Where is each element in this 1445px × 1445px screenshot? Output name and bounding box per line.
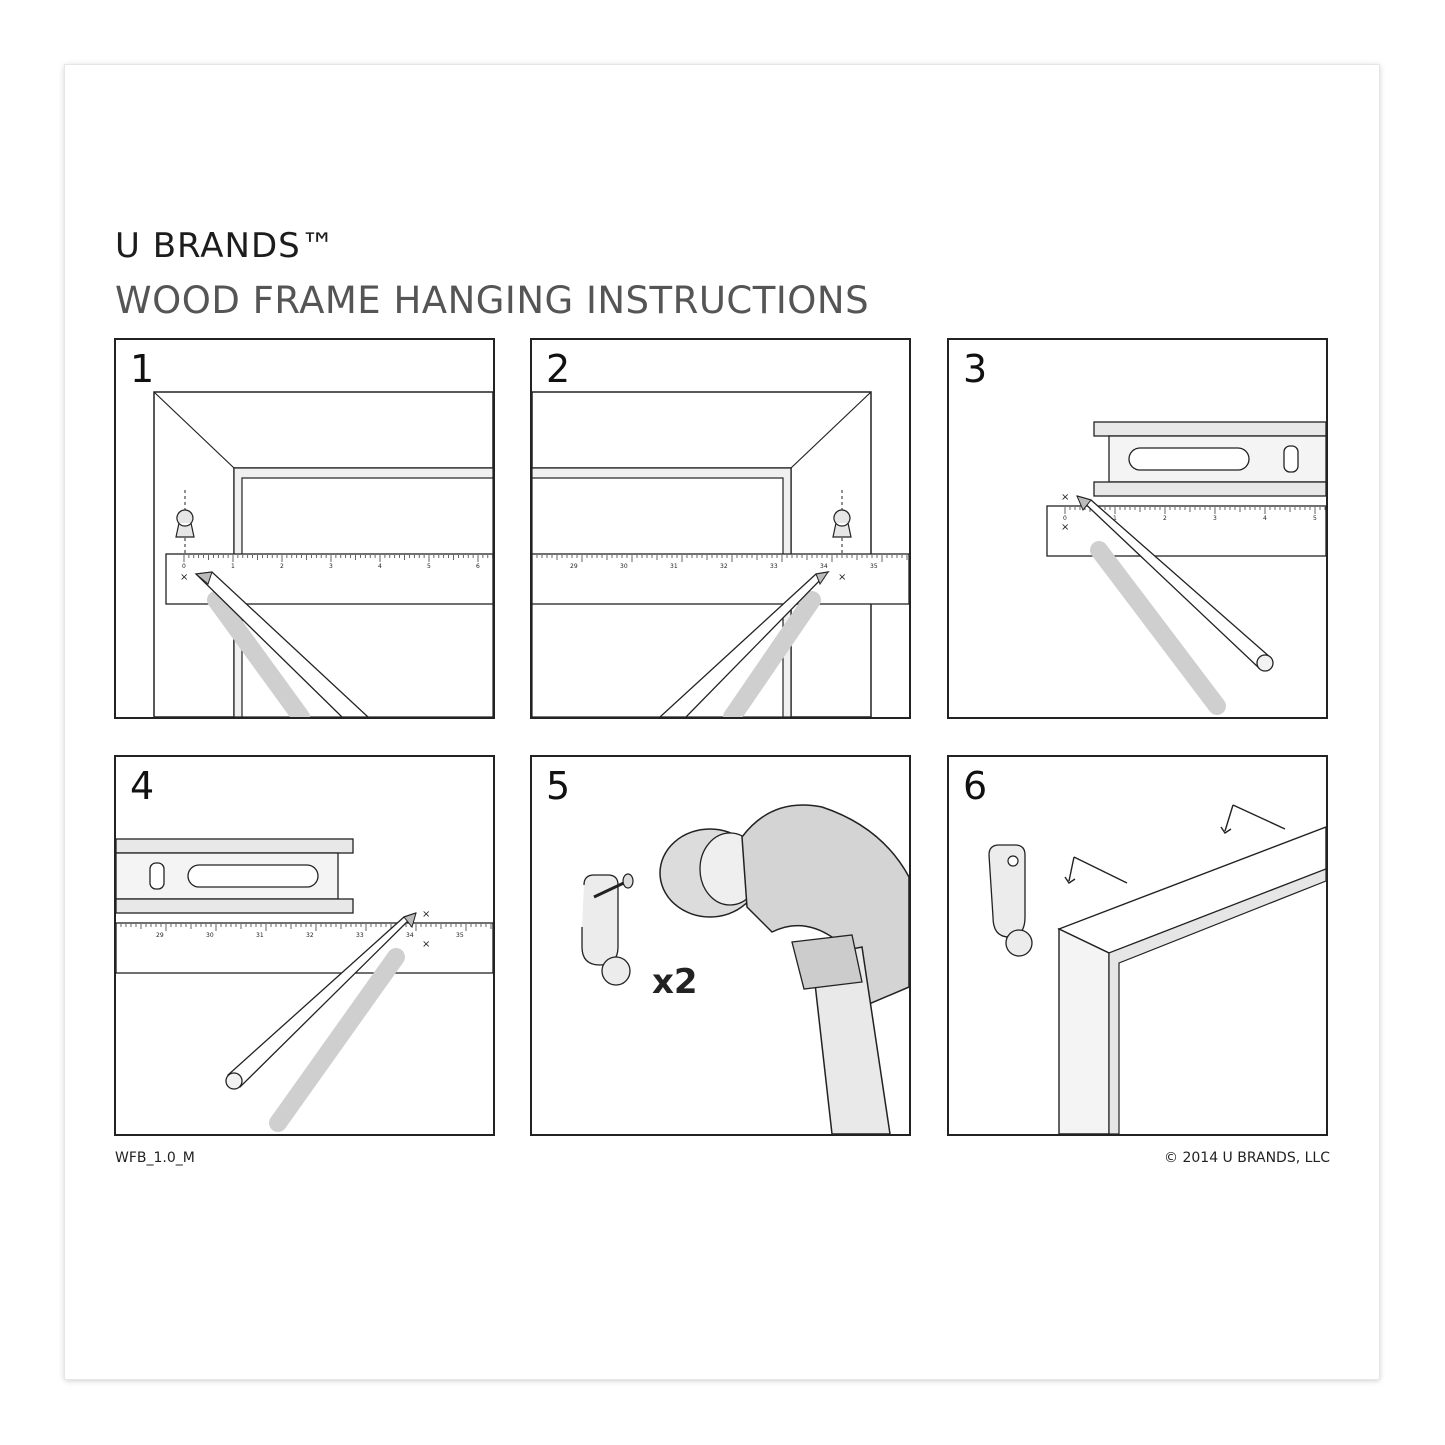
- mark-x: ×: [838, 572, 846, 583]
- ruler-label: 31: [256, 932, 264, 939]
- ruler-label: 1: [1113, 515, 1117, 522]
- ruler-label: 1: [231, 563, 235, 570]
- copyright: © 2014 U BRANDS, LLC: [1164, 1150, 1330, 1166]
- arrow-down-icon: [1220, 804, 1286, 834]
- ruler-label: 35: [456, 932, 464, 939]
- ruler-label: 33: [356, 932, 364, 939]
- step-number: 4: [130, 764, 155, 808]
- page-subtitle: WOOD FRAME HANGING INSTRUCTIONS: [115, 279, 870, 322]
- ruler-label: 0: [1063, 515, 1067, 522]
- mark-x: ×: [1061, 522, 1069, 533]
- quantity-label: x2: [652, 962, 698, 1002]
- mark-x: ×: [422, 909, 430, 920]
- step-1-panel: 1 0 1 2 3 4 5 6 ×: [114, 338, 495, 719]
- mark-x: ×: [422, 939, 430, 950]
- picture-hook-icon: [988, 844, 1033, 957]
- mark-x: ×: [180, 572, 188, 583]
- ruler-label: 5: [1313, 515, 1317, 522]
- ruler-label: 34: [820, 563, 828, 570]
- ruler-label: 30: [206, 932, 214, 939]
- step-number: 6: [963, 764, 988, 808]
- ruler-label: 32: [720, 563, 728, 570]
- ruler-label: 4: [378, 563, 382, 570]
- ruler-label: 3: [1213, 515, 1217, 522]
- instruction-sheet: [65, 65, 1379, 1379]
- ruler-ticks: [532, 555, 908, 562]
- step-number: 2: [546, 347, 571, 391]
- ruler-label: 2: [1163, 515, 1167, 522]
- ruler-ticks: [183, 555, 493, 562]
- ruler-label: 4: [1263, 515, 1267, 522]
- step-2-panel: 2 29 30 31 32 33 34 35 ×: [530, 338, 911, 719]
- step-5-panel: 5 x2: [530, 755, 911, 1136]
- ruler-label: 2: [280, 563, 284, 570]
- ruler-label: 30: [620, 563, 628, 570]
- ruler-label: 29: [570, 563, 578, 570]
- ruler-ticks: [1064, 507, 1326, 514]
- step-number: 3: [963, 347, 988, 391]
- step-4-panel: 4 29 30 31 32 33 34 35 × ×: [114, 755, 495, 1136]
- step-5-illustration: x2: [581, 804, 909, 1134]
- ruler-label: 29: [156, 932, 164, 939]
- hammer-icon: [659, 804, 909, 1134]
- picture-hook-icon: [581, 873, 634, 986]
- ruler-label: 32: [306, 932, 314, 939]
- step-6-panel: 6: [947, 755, 1328, 1136]
- ruler-label: 3: [329, 563, 333, 570]
- step-4-illustration: 29 30 31 32 33 34 35 × ×: [116, 838, 493, 1132]
- mark-x: ×: [1061, 492, 1069, 503]
- step-1-illustration: 0 1 2 3 4 5 6 ×: [153, 391, 493, 717]
- ruler-label: 35: [870, 563, 878, 570]
- ruler-label: 31: [670, 563, 678, 570]
- brand-title: U BRANDS™: [115, 226, 336, 266]
- step-2-illustration: 29 30 31 32 33 34 35 ×: [532, 391, 909, 717]
- ruler-label: 6: [476, 563, 480, 570]
- ruler-label: 5: [427, 563, 431, 570]
- step-3-illustration: 0 1 2 3 4 5 × ×: [1046, 421, 1326, 715]
- step-3-panel: 3 0 1 2 3 4 5 × ×: [947, 338, 1328, 719]
- document-code: WFB_1.0_M: [115, 1150, 195, 1166]
- arrow-down-icon: [1064, 856, 1128, 884]
- ruler-label: 33: [770, 563, 778, 570]
- ruler-label: 34: [406, 932, 414, 939]
- ruler-label: 0: [182, 563, 186, 570]
- ruler-ticks: [116, 924, 492, 931]
- step-number: 1: [130, 347, 155, 391]
- step-6-illustration: [988, 804, 1326, 1134]
- step-number: 5: [546, 764, 571, 808]
